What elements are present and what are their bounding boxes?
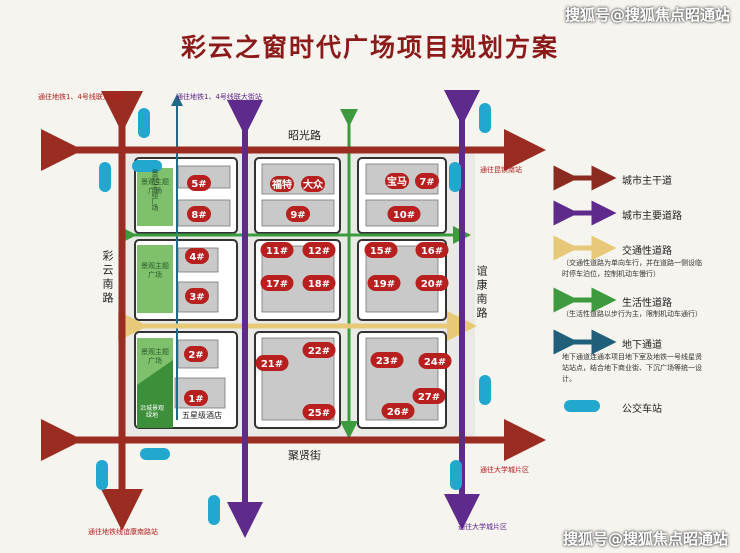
page-title: 彩云之窗时代广场项目规划方案 — [180, 33, 559, 62]
plot-badge-p16: 16# — [415, 242, 449, 258]
building-footprints — [174, 163, 439, 421]
plot-label: 1# — [188, 394, 203, 405]
legend-traffic-note: （交通性道路为单向车行，并在道路一侧设临时停车泊位，控制机动车慢行） — [562, 259, 702, 278]
label-metro-top-mid: 通往地铁1、4号线联大街站 — [176, 93, 262, 101]
corner-green — [137, 360, 173, 428]
legend-living-note: （生活性道路以步行为主，限制机动车通行） — [562, 310, 702, 318]
plot-label: 11# — [266, 246, 288, 257]
bus-stop — [99, 162, 111, 192]
plot-badge-p25: 25# — [302, 404, 336, 420]
plot-badge-p2: 2# — [184, 346, 208, 362]
plot-badge-p-dazhong: 大众 — [301, 176, 325, 192]
plot-label: 8# — [191, 210, 206, 221]
bus-stop — [449, 162, 461, 192]
bus-stop — [96, 460, 108, 490]
plot-label: 17# — [266, 279, 288, 290]
label-rail-right: 通往昆铁南站 — [480, 166, 522, 174]
bus-stop — [132, 160, 162, 172]
plot-badge-p8: 8# — [187, 206, 211, 222]
hotel-label: 五星级酒店 — [182, 411, 222, 420]
plot-label: 2# — [188, 350, 203, 361]
plot-badge-p12: 12# — [302, 242, 336, 258]
plot-badge-p20: 20# — [415, 275, 449, 291]
watermark-bottom: 搜狐号@搜狐焦点昭通站 — [562, 530, 728, 548]
plot-badge-p7: 7# — [415, 173, 439, 189]
bus-stop — [479, 103, 491, 133]
legend-underground: 地下通道 — [622, 340, 662, 351]
green-area-label-c: 景观主题广场 — [141, 348, 169, 365]
plot-badge-p10: 10# — [387, 206, 421, 222]
plot-label: 26# — [387, 407, 409, 418]
plot-label: 18# — [308, 279, 330, 290]
plot-badges: 5# 8# 4# 3# 2# 1# 福特大众 9# 宝马 7# 10# 11# 12# 17# 18# 15#… — [184, 173, 452, 420]
legend-primary-road: 城市主要道路 — [622, 211, 682, 222]
plot-label: 24# — [424, 357, 446, 368]
bus-stop — [140, 448, 170, 460]
label-univ-right: 通往大学城片区 — [480, 466, 529, 474]
bus-stops — [96, 103, 491, 525]
plot-label: 25# — [308, 408, 330, 419]
plot-label: 大众 — [303, 178, 324, 191]
plot-badge-p-futie: 福特 — [270, 176, 294, 192]
label-univ-bottom: 通往大学城片区 — [458, 523, 507, 531]
plot-label: 7# — [419, 177, 434, 188]
plot-label: 23# — [376, 356, 398, 367]
road-bottom-name: 聚贤街 — [288, 449, 321, 462]
legend-underground-note: 地下通道连通本项目地下室及地铁一号线星贤站站点，结合地下商业街、下沉广场等统一设… — [562, 353, 702, 383]
plot-label: 福特 — [271, 178, 292, 191]
plot-label: 21# — [261, 359, 283, 370]
plot-badge-p3: 3# — [185, 288, 209, 304]
green-area-a: 景观主题广场 — [151, 169, 159, 212]
bus-stop — [479, 375, 491, 405]
plot-label: 22# — [308, 346, 330, 357]
bus-stop — [208, 495, 220, 525]
bus-stop — [138, 108, 150, 138]
plot-badge-p21: 21# — [255, 355, 289, 371]
plot-label: 3# — [189, 292, 204, 303]
plot-badge-p5: 5# — [187, 175, 211, 191]
plot-badge-p19: 19# — [367, 275, 401, 291]
watermark-top: 搜狐号@搜狐焦点昭通站 — [564, 6, 730, 24]
green-area-label-b: 景观主题广场 — [141, 262, 169, 279]
legend-traffic-road: 交通性道路 — [622, 246, 672, 257]
bus-stop — [450, 460, 462, 490]
plot-label: 4# — [189, 252, 204, 263]
plot-badge-p1: 1# — [184, 390, 208, 406]
plot-badge-p4: 4# — [185, 248, 209, 264]
plot-badge-p-baoma: 宝马 — [385, 173, 409, 189]
corner-green-label: 沿城景观绿地 — [139, 405, 164, 419]
plot-label: 12# — [308, 246, 330, 257]
plot-label: 16# — [421, 246, 443, 257]
plot-badge-p18: 18# — [302, 275, 336, 291]
plot-label: 宝马 — [387, 175, 407, 188]
plot-badge-p26: 26# — [381, 403, 415, 419]
plot-badge-p27: 27# — [412, 388, 446, 404]
legend-bus-stop: 公交车站 — [622, 404, 662, 415]
plot-label: 27# — [418, 392, 440, 403]
plot-label: 10# — [393, 210, 415, 221]
plot-badge-p24: 24# — [418, 353, 452, 369]
plot-badge-p22: 22# — [302, 342, 336, 358]
green-area-label-a: 景观主题广场 — [141, 178, 169, 195]
road-top-name: 昭光路 — [288, 129, 321, 142]
road-right-name: 谊康南路 — [475, 265, 488, 321]
label-metro-top-left: 通往地铁1、4号线联大街站 — [38, 93, 124, 101]
plot-label: 9# — [290, 210, 305, 221]
plot-label: 5# — [191, 179, 206, 190]
plot-badge-p9: 9# — [286, 206, 310, 222]
legend-main-road: 城市主干道 — [622, 176, 672, 187]
plot-label: 15# — [370, 246, 392, 257]
plot-label: 19# — [373, 279, 395, 290]
plot-badge-p23: 23# — [370, 352, 404, 368]
road-left-name: 彩云南路 — [101, 250, 114, 306]
legend-living-road: 生活性道路 — [622, 298, 672, 309]
plot-badge-p17: 17# — [260, 275, 294, 291]
plot-badge-p15: 15# — [364, 242, 398, 258]
label-metro-bottom: 通往地铁线谊康南路站 — [88, 528, 158, 536]
plot-label: 20# — [421, 279, 443, 290]
plot-badge-p11: 11# — [260, 242, 294, 258]
